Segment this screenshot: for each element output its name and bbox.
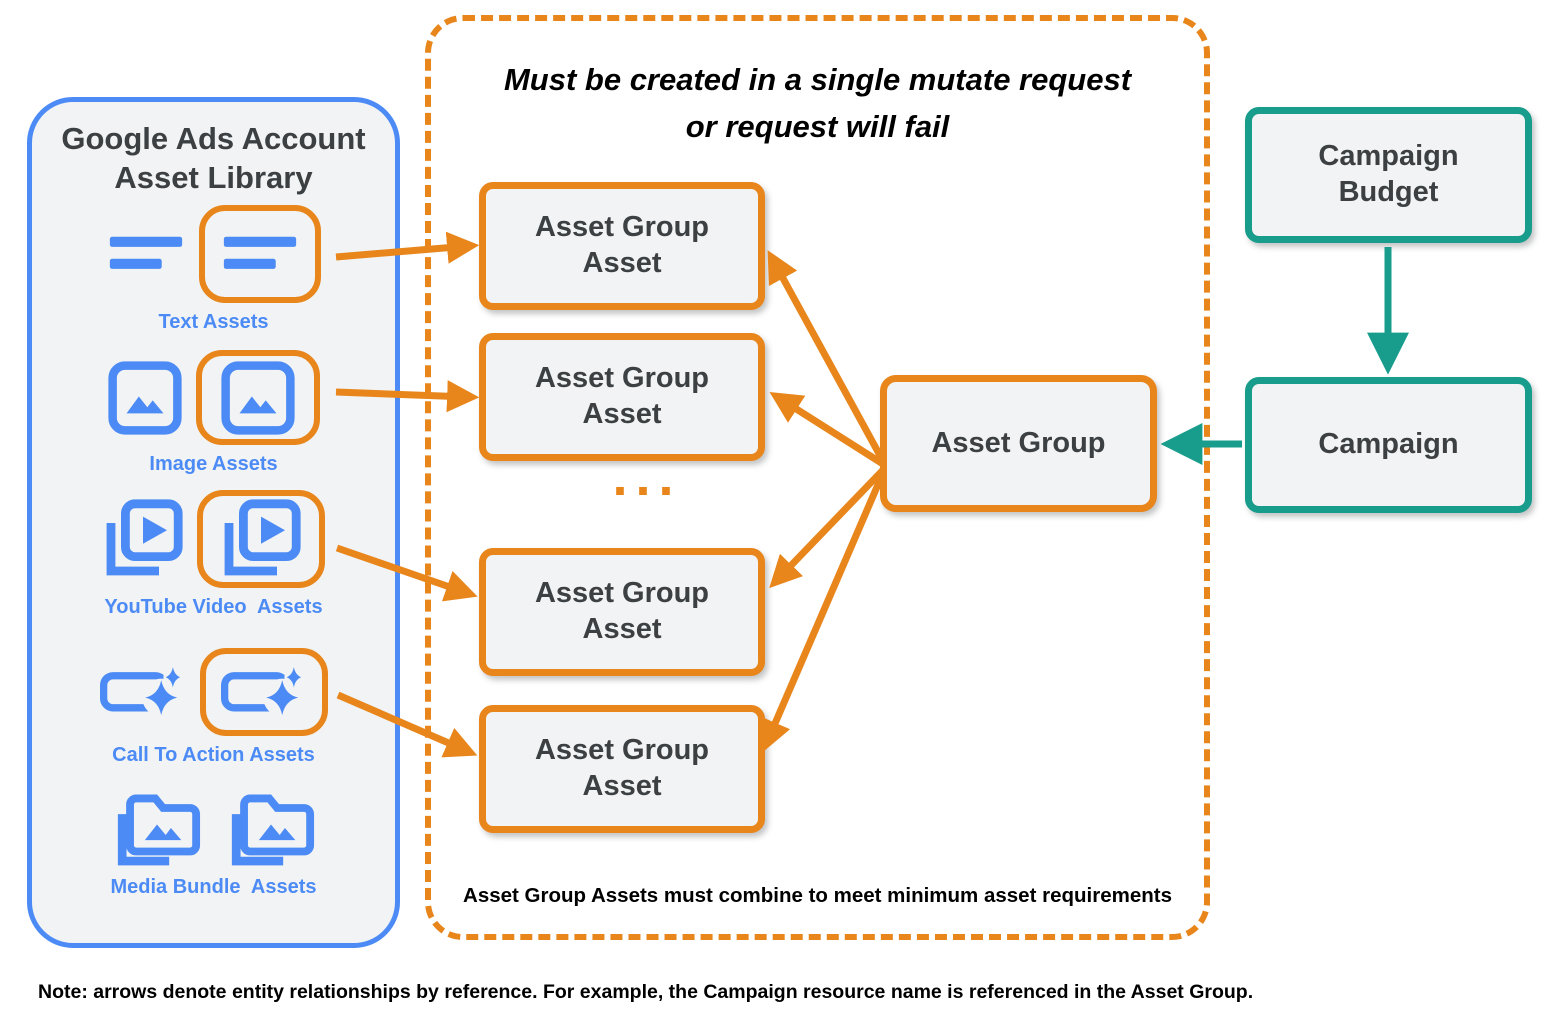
image-assets-label: Image Assets [149,453,278,475]
image-asset-icon [221,361,295,435]
asset-group-asset-box-2: Asset Group Asset [479,333,765,461]
asset-group-box: Asset Group [880,375,1157,512]
asset-group-asset-label: Asset Group Asset [534,211,710,279]
media-bundle-asset-icon [113,788,201,868]
call-to-action-assets-row: Call To Action Assets [32,648,395,767]
asset-group-asset-label: Asset Group Asset [534,734,710,802]
media-bundle-asset-icon [227,788,315,868]
mutate-request-title: Must be created in a single mutate reque… [431,57,1204,150]
mutate-request-title-line1: Must be created in a single mutate reque… [503,62,1132,97]
mutate-request-title-line2: or request will fail [685,108,950,144]
asset-group-asset-box-1: Asset Group Asset [479,182,765,310]
library-title: Google Ads Account Asset Library [61,121,366,195]
image-asset-highlight-box [195,350,320,445]
footnote: Note: arrows denote entity relationships… [38,981,1254,1003]
media-bundle-assets-label: Media Bundle Assets [110,876,317,898]
youtube-video-asset-highlight-box [196,490,325,588]
text-asset-icon [221,232,299,276]
asset-library-panel: Google Ads Account Asset Library Text As… [27,97,400,948]
text-asset-highlight-box [198,205,321,303]
call-to-action-asset-highlight-box [199,648,328,736]
asset-group-asset-label: Asset Group Asset [534,577,710,645]
image-assets-row: Image Assets [32,350,395,476]
campaign-budget-label: Campaign Budget [1318,140,1459,208]
text-assets-label: Text Assets [158,311,269,333]
asset-group-asset-box-3: Asset Group Asset [479,548,765,676]
campaign-label: Campaign [1318,428,1459,461]
more-asset-group-assets-ellipsis: ... [612,447,682,507]
image-asset-icon [108,361,182,435]
call-to-action-assets-label: Call To Action Assets [112,744,315,766]
call-to-action-asset-icon [221,664,307,721]
asset-group-asset-box-4: Asset Group Asset [479,705,765,833]
text-asset-icon [107,232,185,276]
youtube-video-asset-icon [103,499,183,579]
asset-group-label: Asset Group [931,426,1106,459]
media-bundle-assets-row: Media Bundle Assets [32,788,395,899]
youtube-video-assets-row: YouTube Video Assets [32,490,395,619]
youtube-video-asset-icon [221,499,301,579]
minimum-requirements-caption: Asset Group Assets must combine to meet … [463,884,1172,907]
campaign-budget-box: Campaign Budget [1245,107,1532,243]
campaign-box: Campaign [1245,377,1532,513]
youtube-video-assets-label: YouTube Video Assets [104,596,323,618]
call-to-action-asset-icon [100,664,186,721]
asset-group-asset-label: Asset Group Asset [534,362,710,430]
text-assets-row: Text Assets [32,205,395,334]
